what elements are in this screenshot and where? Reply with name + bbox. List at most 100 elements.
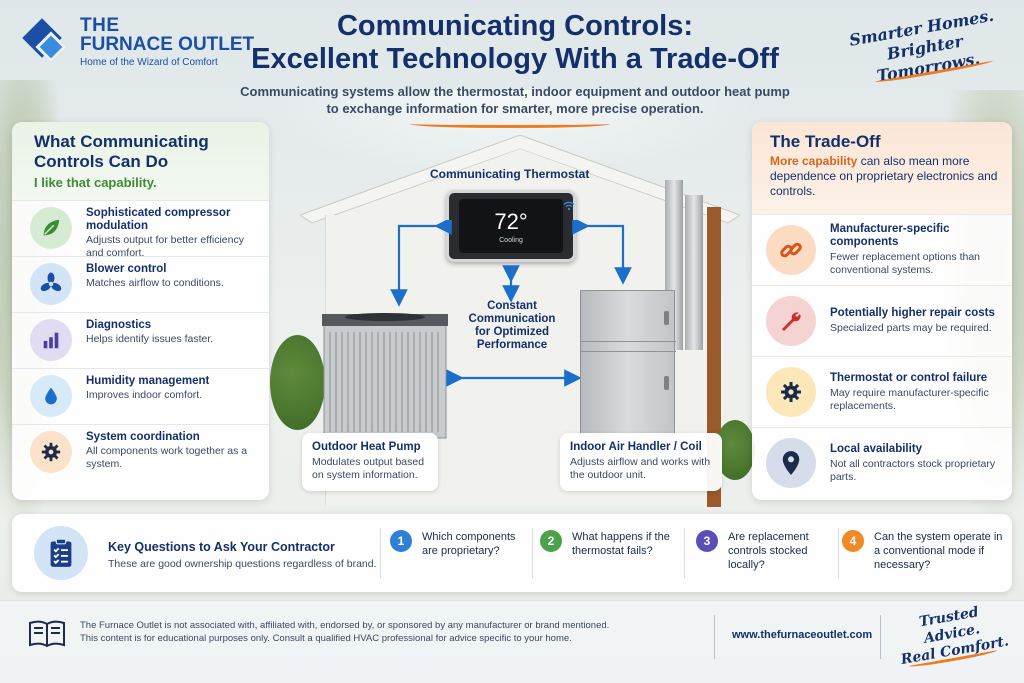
capability-item: Humidity management Improves indoor comf… xyxy=(12,368,269,424)
logo-tagline: Home of the Wizard of Comfort xyxy=(80,57,218,68)
trade-off-item-title: Local availability xyxy=(830,442,923,455)
capability-title: Blower control xyxy=(86,263,167,275)
divider xyxy=(684,528,685,578)
title-line-2: Excellent Technology With a Trade-Off xyxy=(251,43,779,75)
capability-item: System coordination All components work … xyxy=(12,424,269,480)
trade-off-item-title: Thermostat or control failure xyxy=(830,371,988,384)
divider xyxy=(838,528,839,578)
trade-off-panel: The Trade-Off More capability can also m… xyxy=(752,122,1012,500)
question-text: Are replacement controls stocked locally… xyxy=(728,531,809,571)
capability-title: Sophisticated compressor modulation xyxy=(86,207,231,232)
clipboard-checklist-icon xyxy=(34,526,88,580)
trade-off-item-desc: Fewer replacement options than conventio… xyxy=(830,251,980,276)
page-subtitle: Communicating systems allow the thermost… xyxy=(200,83,830,117)
bar-chart-icon xyxy=(30,319,72,361)
capability-desc: Matches airflow to conditions. xyxy=(86,277,224,289)
question-text: What happens if the thermostat fails? xyxy=(572,531,670,557)
website-link[interactable]: www.thefurnaceoutlet.com xyxy=(732,629,873,641)
capability-item: Sophisticated compressor modulation Adju… xyxy=(12,200,269,259)
logo-line-2: FURNACE OUTLET xyxy=(80,34,255,55)
thermostat-device[interactable]: 72° Cooling xyxy=(446,190,576,262)
heat-pump-desc: Modulates output based on system informa… xyxy=(312,456,425,481)
questions-title: Key Questions to Ask Your Contractor xyxy=(108,540,335,554)
footer: The Furnace Outlet is not associated wit… xyxy=(0,600,1024,683)
trade-off-item: Thermostat or control failure May requir… xyxy=(752,356,1012,427)
divider xyxy=(880,615,881,659)
water-drop-icon xyxy=(30,375,72,417)
location-pin-icon xyxy=(766,438,816,488)
communication-caption: Constant Communication for Optimized Per… xyxy=(468,300,556,351)
house-trim xyxy=(707,207,721,507)
chain-link-icon xyxy=(766,225,816,275)
question-item: 3 Are replacement controls stocked local… xyxy=(696,530,833,572)
question-number: 3 xyxy=(696,530,718,552)
questions-subtitle: These are good ownership questions regar… xyxy=(108,558,377,570)
capability-item: Blower control Matches airflow to condit… xyxy=(12,256,269,312)
intake-pipe xyxy=(685,195,703,350)
question-number: 1 xyxy=(390,530,412,552)
trade-off-desc: More capability can also mean more depen… xyxy=(770,154,998,198)
open-book-icon xyxy=(28,619,66,654)
question-text: Which components are proprietary? xyxy=(422,531,516,557)
capabilities-panel: What Communicating Controls Can Do I lik… xyxy=(12,122,269,500)
question-number: 4 xyxy=(842,530,864,552)
key-questions-bar: Key Questions to Ask Your Contractor The… xyxy=(12,514,1012,592)
thermostat-temperature: 72° xyxy=(494,209,528,234)
air-handler-desc: Adjusts airflow and works with the outdo… xyxy=(570,456,711,481)
capability-title: Diagnostics xyxy=(86,319,152,331)
question-text: Can the system operate in a conventional… xyxy=(874,531,1003,571)
capabilities-title: What Communicating Controls Can Do xyxy=(34,132,209,171)
shrub xyxy=(270,335,325,430)
wifi-icon xyxy=(563,201,575,214)
capability-desc: Improves indoor comfort. xyxy=(86,389,203,401)
trade-off-item-desc: Specialized parts may be required. xyxy=(830,322,992,334)
divider xyxy=(532,528,533,578)
divider xyxy=(380,528,381,578)
air-handler-title: Indoor Air Handler / Coil xyxy=(570,441,702,453)
trade-off-item-desc: May require manufacturer-specific replac… xyxy=(830,386,989,412)
question-number: 2 xyxy=(540,530,562,552)
disclaimer-line-2: This content is for educational purposes… xyxy=(80,633,572,644)
logo-line-1: THE xyxy=(80,15,120,36)
subtitle-line-2: to exchange information for smarter, mor… xyxy=(326,101,704,116)
capability-title: Humidity management xyxy=(86,375,210,387)
disclaimer: The Furnace Outlet is not associated wit… xyxy=(80,619,680,645)
page-title: Communicating Controls: Excellent Techno… xyxy=(230,10,800,76)
trade-off-item: Local availability Not all contractors s… xyxy=(752,427,1012,498)
communication-arrows xyxy=(390,220,632,387)
indoor-air-handler xyxy=(580,290,676,460)
trade-off-item-title: Manufacturer-specific components xyxy=(830,223,950,248)
accent-swoosh xyxy=(410,120,610,128)
subtitle-line-1: Communicating systems allow the thermost… xyxy=(240,84,790,99)
air-handler-callout: Indoor Air Handler / Coil Adjusts airflo… xyxy=(560,433,722,491)
header-slogan: Smarter Homes. Brighter Tomorrows. xyxy=(836,4,1014,93)
outdoor-heat-pump xyxy=(322,313,448,439)
question-item: 1 Which components are proprietary? xyxy=(390,530,527,558)
thermostat-screen: 72° Cooling xyxy=(459,199,563,253)
capability-desc: All components work together as a system… xyxy=(86,445,248,470)
trade-off-item: Manufacturer-specific components Fewer r… xyxy=(752,214,1012,285)
capability-desc: Adjusts output for better efficiency and… xyxy=(86,234,244,259)
logo-diamond-icon xyxy=(22,18,70,66)
thermostat-label: Communicating Thermostat xyxy=(430,167,590,181)
disclaimer-line-1: The Furnace Outlet is not associated wit… xyxy=(80,620,610,631)
capability-item: Diagnostics Helps identify issues faster… xyxy=(12,312,269,368)
brand-logo[interactable]: THE FURNACE OUTLET Home of the Wizard of… xyxy=(22,16,254,68)
trade-off-item-title: Potentially higher repair costs xyxy=(830,307,995,319)
house-roof xyxy=(300,135,740,224)
trade-off-item-desc: Not all contractors stock proprietary pa… xyxy=(830,457,996,483)
thermostat-mode: Cooling xyxy=(499,237,523,244)
question-item: 2 What happens if the thermostat fails? xyxy=(540,530,677,558)
fan-icon xyxy=(30,263,72,305)
heat-pump-title: Outdoor Heat Pump xyxy=(312,441,421,453)
trade-off-item: Potentially higher repair costs Speciali… xyxy=(752,285,1012,356)
divider xyxy=(714,615,715,659)
gear-icon xyxy=(766,367,816,417)
capability-desc: Helps identify issues faster. xyxy=(86,333,214,345)
trade-off-title: The Trade-Off xyxy=(770,132,881,151)
heat-pump-callout: Outdoor Heat Pump Modulates output based… xyxy=(302,433,438,491)
question-item: 4 Can the system operate in a convention… xyxy=(842,530,1004,572)
title-line-1: Communicating Controls: xyxy=(336,10,694,42)
leaf-icon xyxy=(30,207,72,249)
gear-icon xyxy=(30,431,72,473)
